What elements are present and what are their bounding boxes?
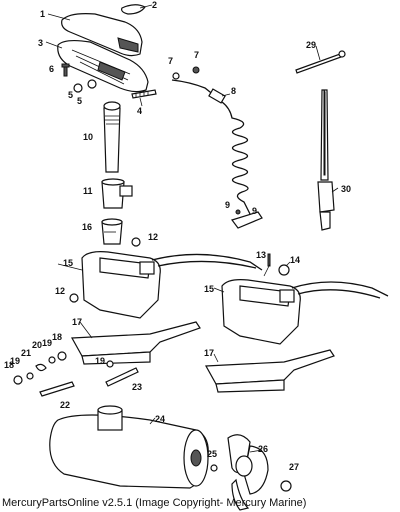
- callout-7b: 7: [194, 50, 199, 60]
- callout-14: 14: [290, 255, 300, 265]
- callout-21: 21: [21, 348, 31, 358]
- callout-17a: 17: [72, 317, 82, 327]
- callout-13: 13: [256, 250, 266, 260]
- callout-17b: 17: [204, 348, 214, 358]
- part-11-fitting[interactable]: [101, 178, 133, 209]
- callout-5a: 5: [68, 90, 73, 100]
- callout-18a: 18: [4, 360, 14, 370]
- callout-4: 4: [137, 106, 142, 116]
- part-2-cap[interactable]: [121, 4, 146, 15]
- callout-23: 23: [132, 382, 142, 392]
- callout-19c: 19: [95, 356, 105, 366]
- part-6-screw[interactable]: [61, 63, 70, 77]
- part-12-nut-a[interactable]: [131, 237, 141, 247]
- callout-3: 3: [38, 38, 43, 48]
- part-8-coil-cord[interactable]: [171, 79, 251, 215]
- callout-26: 26: [258, 444, 268, 454]
- callout-24: 24: [155, 414, 165, 424]
- callout-19a: 19: [10, 356, 20, 366]
- callout-27: 27: [289, 462, 299, 472]
- part-27-nut[interactable]: [280, 480, 292, 492]
- callout-8: 8: [231, 86, 236, 96]
- callout-15b: 15: [204, 284, 214, 294]
- part-9-connector[interactable]: [231, 209, 263, 229]
- callout-29: 29: [306, 40, 316, 50]
- callout-7a: 7: [168, 56, 173, 66]
- callout-16: 16: [82, 222, 92, 232]
- callout-1: 1: [40, 9, 45, 19]
- part-7-clip-a[interactable]: [172, 72, 180, 80]
- part-7-clip-b[interactable]: [192, 66, 200, 74]
- part-5-nut-b[interactable]: [87, 79, 97, 89]
- part-15-bracket-left[interactable]: [81, 251, 263, 319]
- part-24-motor[interactable]: [49, 405, 209, 489]
- callout-2: 2: [152, 0, 157, 10]
- leader-lines: [45, 4, 339, 453]
- part-4-bolt[interactable]: [131, 89, 157, 99]
- part-3-housing[interactable]: [57, 39, 149, 93]
- callout-11: 11: [83, 186, 93, 196]
- callout-30: 30: [341, 184, 351, 194]
- part-17-lever-left[interactable]: [71, 321, 201, 365]
- part-1-top-cover[interactable]: [61, 13, 143, 57]
- callout-15a: 15: [63, 258, 73, 268]
- callout-12b: 12: [55, 286, 65, 296]
- part-19-washer[interactable]: [106, 360, 114, 368]
- part-5-nut-a[interactable]: [73, 83, 83, 93]
- copyright-footer: MercuryPartsOnline v2.5.1 (Image Copyrig…: [2, 497, 307, 509]
- part-29-rod[interactable]: [295, 50, 346, 74]
- part-18-21-hardware[interactable]: [13, 351, 67, 385]
- part-16-coupler[interactable]: [101, 218, 123, 245]
- callout-19b: 19: [42, 338, 52, 348]
- callout-6: 6: [49, 64, 54, 74]
- callout-9a: 9: [225, 200, 230, 210]
- part-23-pin[interactable]: [105, 367, 139, 387]
- callout-18b: 18: [52, 332, 62, 342]
- part-17-lever-right[interactable]: [205, 349, 335, 393]
- callout-10: 10: [83, 132, 93, 142]
- part-26-propeller[interactable]: [227, 434, 269, 511]
- callout-12a: 12: [148, 232, 158, 242]
- callout-22: 22: [60, 400, 70, 410]
- part-15-bracket-right[interactable]: [221, 279, 389, 345]
- part-25-washer[interactable]: [210, 464, 218, 472]
- part-30-probe[interactable]: [317, 89, 335, 231]
- callout-9b: 9: [252, 206, 257, 216]
- part-10-shaft[interactable]: [103, 101, 121, 173]
- part-12-nut-b[interactable]: [69, 293, 79, 303]
- callout-20: 20: [32, 340, 42, 350]
- callout-25: 25: [207, 449, 217, 459]
- part-14-plug[interactable]: [278, 264, 290, 276]
- part-22-pin[interactable]: [39, 381, 75, 397]
- callout-5b: 5: [77, 96, 82, 106]
